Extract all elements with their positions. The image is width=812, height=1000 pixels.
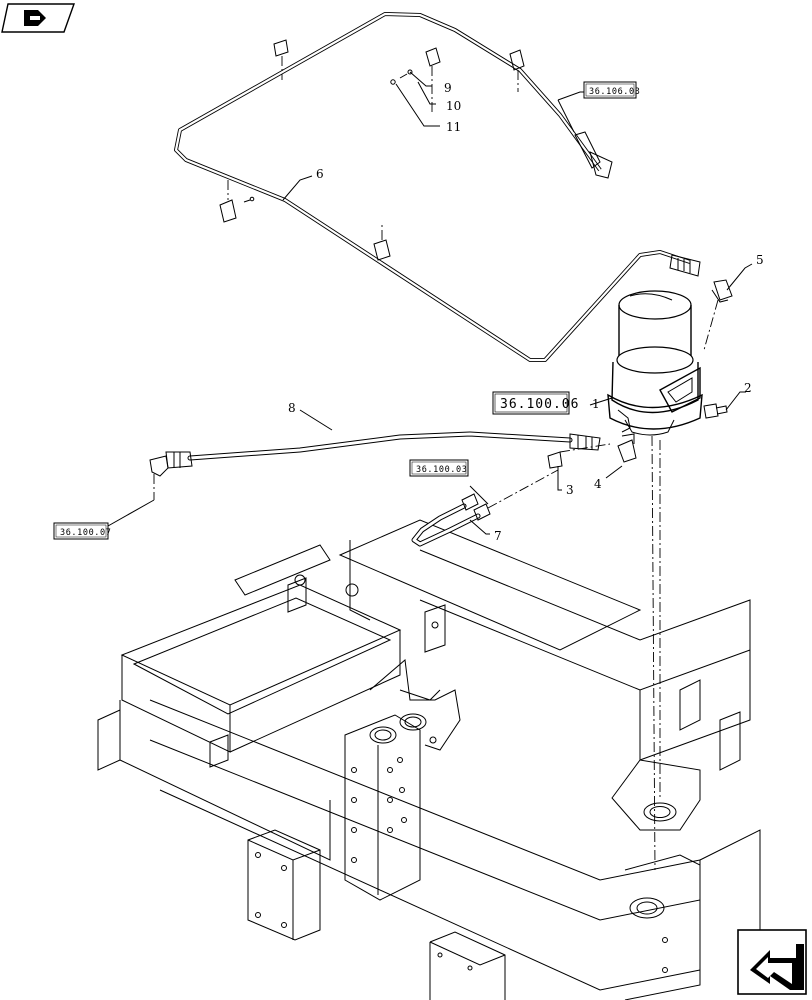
callout-2: 2 (744, 381, 752, 395)
elbow-fitting-5 (711, 279, 733, 303)
callout-1: 1 (592, 397, 600, 411)
reference-left-label: 36.100.07 (60, 528, 111, 538)
hose-8 (149, 431, 637, 477)
callout-3: 3 (566, 483, 574, 497)
reference-box-main[interactable]: 36.100.06 (492, 391, 579, 415)
page-navigation-arrow-icon[interactable] (737, 929, 807, 995)
callout-8: 8 (288, 401, 296, 415)
beacon-light-1 (607, 290, 703, 436)
callout-6: 6 (316, 167, 324, 181)
callout-4: 4 (594, 477, 602, 491)
fitting-3 (547, 451, 563, 469)
reference-main-label: 36.100.06 (500, 397, 579, 412)
fasteners-9-10-11 (390, 69, 413, 85)
callout-leaders (107, 71, 753, 535)
callout-11: 11 (446, 120, 461, 134)
callout-9: 9 (444, 81, 452, 95)
hose-clips (219, 39, 525, 261)
reference-mid-label: 36.100.03 (416, 465, 467, 475)
callout-7: 7 (494, 529, 502, 543)
reference-box-mid[interactable]: 36.100.03 (409, 459, 469, 477)
harness-7 (411, 493, 491, 547)
reference-box-left[interactable]: 36.100.07 (53, 522, 111, 540)
reference-box-top[interactable]: 36.106.03 (583, 81, 640, 99)
callout-5: 5 (756, 253, 764, 267)
book-page-arrow-icon[interactable] (1, 3, 75, 33)
callout-10: 10 (446, 99, 461, 113)
reference-top-label: 36.106.03 (589, 87, 640, 97)
bolt-2 (703, 403, 728, 419)
chassis-frame (97, 519, 761, 1000)
hose-loop-6 (174, 12, 701, 362)
